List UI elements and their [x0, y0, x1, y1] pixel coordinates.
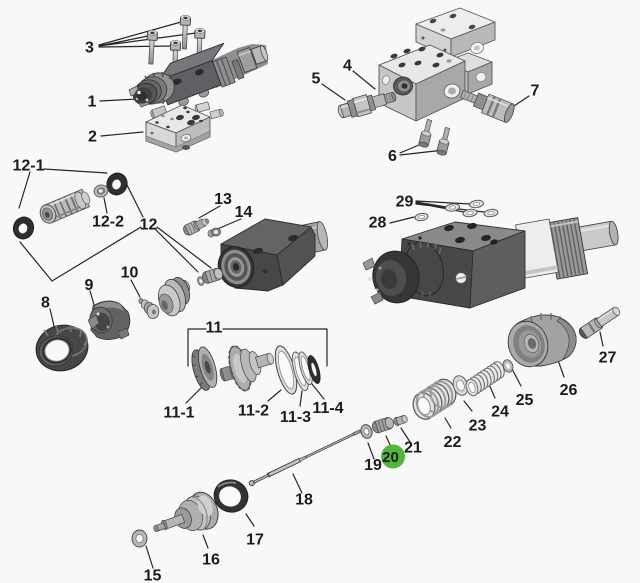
svg-text:10: 10: [121, 265, 139, 282]
svg-text:1: 1: [88, 94, 97, 111]
svg-text:11-4: 11-4: [312, 400, 343, 417]
svg-text:11-2: 11-2: [238, 403, 269, 420]
svg-text:11-1: 11-1: [163, 405, 194, 422]
svg-text:27: 27: [599, 350, 617, 367]
svg-text:11-3: 11-3: [280, 409, 311, 426]
svg-text:28: 28: [369, 215, 387, 232]
svg-text:5: 5: [312, 71, 321, 88]
svg-text:6: 6: [388, 148, 397, 165]
svg-text:7: 7: [531, 83, 540, 100]
svg-text:15: 15: [144, 568, 162, 583]
svg-text:18: 18: [295, 492, 313, 509]
svg-text:2: 2: [88, 129, 97, 146]
svg-text:4: 4: [343, 58, 352, 75]
svg-text:9: 9: [85, 277, 94, 294]
svg-text:11: 11: [206, 320, 223, 337]
svg-text:21: 21: [404, 440, 422, 457]
svg-text:8: 8: [41, 295, 50, 312]
svg-text:14: 14: [235, 204, 253, 221]
svg-text:12-2: 12-2: [92, 214, 124, 231]
svg-text:20: 20: [382, 449, 399, 466]
svg-text:26: 26: [560, 382, 578, 399]
svg-text:16: 16: [202, 552, 220, 569]
svg-text:24: 24: [491, 404, 509, 421]
svg-text:23: 23: [469, 418, 487, 435]
svg-text:13: 13: [214, 191, 232, 208]
svg-text:3: 3: [85, 40, 94, 57]
svg-text:29: 29: [396, 194, 414, 211]
svg-text:22: 22: [444, 434, 462, 451]
svg-text:12-1: 12-1: [12, 158, 44, 175]
svg-text:25: 25: [516, 392, 534, 409]
svg-text:12: 12: [140, 217, 158, 234]
svg-text:19: 19: [364, 457, 382, 474]
svg-text:17: 17: [246, 532, 264, 549]
